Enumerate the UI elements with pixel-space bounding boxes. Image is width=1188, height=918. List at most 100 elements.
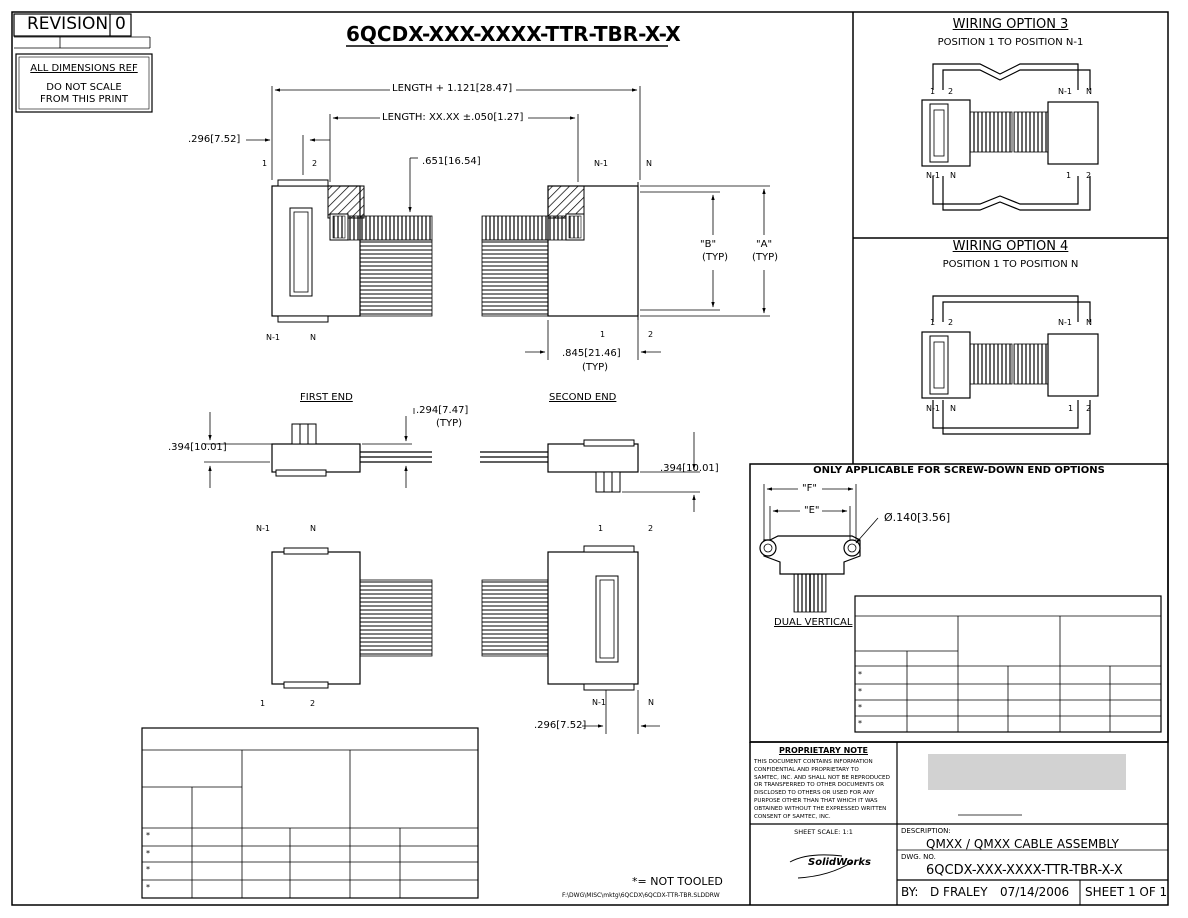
pin-label-1: 1 xyxy=(1066,171,1072,180)
pin-label-n: N xyxy=(310,333,316,342)
wiring-option-3-diagram xyxy=(921,63,1099,211)
title-block-frame xyxy=(749,741,1168,905)
pin-label-n: N xyxy=(950,404,956,413)
pin-label-2: 2 xyxy=(310,699,316,708)
top-view-first-connector xyxy=(271,179,433,323)
screw-table xyxy=(854,595,1162,733)
table-star: * xyxy=(146,849,150,858)
dim-e-label: "E" xyxy=(804,505,820,516)
dual-vertical-drawing xyxy=(759,484,879,613)
sheet-value: SHEET 1 OF 1 xyxy=(1085,885,1168,899)
pin-label-n: N xyxy=(646,159,652,168)
pin-label-n: N xyxy=(950,171,956,180)
pin-label-1: 1 xyxy=(600,330,606,339)
dim-length-tolerance: LENGTH: XX.XX ±.050[1.27] xyxy=(382,112,524,123)
pin-label-2: 2 xyxy=(1086,404,1092,413)
pin-label-n-1: N-1 xyxy=(1058,318,1072,327)
proprietary-line: CONFIDENTIAL AND PROPRIETARY TO xyxy=(754,766,859,773)
dim-f-label: "F" xyxy=(802,483,817,494)
pin-label-2: 2 xyxy=(1086,171,1092,180)
pin-label-2: 2 xyxy=(948,87,954,96)
revision-value: 0 xyxy=(115,14,126,34)
notice-line-1: ALL DIMENSIONS REF xyxy=(30,63,138,74)
side-view-first-dimensions xyxy=(204,408,415,488)
dim-a-label: "A" xyxy=(756,239,773,250)
pin-label-n: N xyxy=(310,524,316,533)
pin-label-1: 1 xyxy=(598,524,604,533)
side-view-first-end xyxy=(271,423,432,477)
wiring-option-3-title: WIRING OPTION 3 xyxy=(952,17,1069,32)
top-view-dimensions xyxy=(246,86,770,360)
pin-label-n: N xyxy=(1086,318,1092,327)
pin-label-n: N xyxy=(1086,87,1092,96)
top-view-second-connector xyxy=(481,182,639,320)
wiring-option-4-subtitle: POSITION 1 TO POSITION N xyxy=(942,259,1079,270)
notice-line-3: FROM THIS PRINT xyxy=(40,94,128,105)
dim-651: .651[16.54] xyxy=(422,156,481,167)
pin-label-2: 2 xyxy=(648,524,654,533)
pin-label-n-1: N-1 xyxy=(256,524,270,533)
bottom-view-dimensions xyxy=(582,690,660,734)
table-star: * xyxy=(858,670,862,679)
pin-label-n: N xyxy=(648,698,654,707)
wiring-option-4-diagram xyxy=(921,295,1099,435)
page-title: 6QCDX-XXX-XXXX-TTR-TBR-X-X xyxy=(346,22,681,46)
bottom-view-second xyxy=(481,545,639,691)
by-value: D FRALEY xyxy=(930,885,988,899)
dim-140: Ø.140[3.56] xyxy=(884,511,951,524)
description-label: DESCRIPTION: xyxy=(901,827,951,835)
dwg-label: DWG. NO. xyxy=(901,853,936,861)
pin-label-2: 2 xyxy=(312,159,318,168)
screw-down-title: ONLY APPLICABLE FOR SCREW-DOWN END OPTIO… xyxy=(813,465,1105,476)
dim-296-top: .296[7.52] xyxy=(188,134,241,145)
proprietary-text: THIS DOCUMENT CONTAINS INFORMATION CONFI… xyxy=(754,759,896,821)
dual-vertical-label: DUAL VERTICAL xyxy=(774,617,853,628)
pin-label-2: 2 xyxy=(648,330,654,339)
proprietary-title: PROPRIETARY NOTE xyxy=(778,746,869,755)
pin-label-1: 1 xyxy=(930,87,936,96)
dim-845: .845[21.46] xyxy=(562,348,621,359)
proprietary-line: SAMTEC, INC. AND SHALL NOT BE REPRODUCED xyxy=(754,774,890,781)
table-star: * xyxy=(146,865,150,874)
pin-label-1: 1 xyxy=(930,318,936,327)
pin-label-n-1: N-1 xyxy=(594,159,608,168)
solidworks-logo: SolidWorks xyxy=(808,857,871,868)
pin-label-n-1: N-1 xyxy=(266,333,280,342)
table-star: * xyxy=(858,687,862,696)
table-star: * xyxy=(858,719,862,728)
dim-394-left: .394[10.01] xyxy=(168,442,227,453)
dim-294-typ: (TYP) xyxy=(436,418,463,429)
wiring-option-4-title: WIRING OPTION 4 xyxy=(952,239,1069,254)
pin-label-n-1: N-1 xyxy=(1058,87,1072,96)
proprietary-line: THIS DOCUMENT CONTAINS INFORMATION xyxy=(754,759,873,765)
table-star: * xyxy=(858,703,862,712)
pin-label-2: 2 xyxy=(948,318,954,327)
pin-label-n-1: N-1 xyxy=(926,404,940,413)
dim-b-typ: (TYP) xyxy=(702,252,729,263)
pin-label-1: 1 xyxy=(260,699,266,708)
side-view-second-dimensions xyxy=(622,432,700,512)
second-end-label: SECOND END xyxy=(549,392,617,403)
proprietary-line: OBTAINED WITHOUT THE EXPRESSED WRITTEN xyxy=(754,805,887,812)
dim-b-label: "B" xyxy=(700,239,717,250)
dim-a-typ: (TYP) xyxy=(752,252,779,263)
description-value: QMXX / QMXX CABLE ASSEMBLY xyxy=(926,837,1119,851)
date-value: 07/14/2006 xyxy=(1000,885,1070,899)
dim-394-right: .394[10.01] xyxy=(660,463,719,474)
proprietary-line: DISCLOSED TO OTHERS OR USED FOR ANY xyxy=(754,790,875,797)
pin-label-n-1: N-1 xyxy=(592,698,606,707)
revision-label: REVISION xyxy=(27,14,109,34)
sheet-scale: SHEET SCALE: 1:1 xyxy=(794,828,853,836)
proprietary-line: PURPOSE OTHER THAN THAT WHICH IT WAS xyxy=(754,797,878,804)
pin-label-n-1: N-1 xyxy=(926,171,940,180)
table-star: * xyxy=(146,883,150,892)
pin-label-1: 1 xyxy=(1068,404,1074,413)
side-view-second-end xyxy=(480,439,639,493)
file-path: F:\DWG\MISC\mktg\6QCDX\6QCDX-TTR-TBR.SLD… xyxy=(562,892,720,899)
pin-label-1: 1 xyxy=(262,159,268,168)
bottom-view-first xyxy=(271,547,433,689)
first-end-label: FIRST END xyxy=(300,392,353,403)
table-star: * xyxy=(146,831,150,840)
dim-845-typ: (TYP) xyxy=(582,362,609,373)
